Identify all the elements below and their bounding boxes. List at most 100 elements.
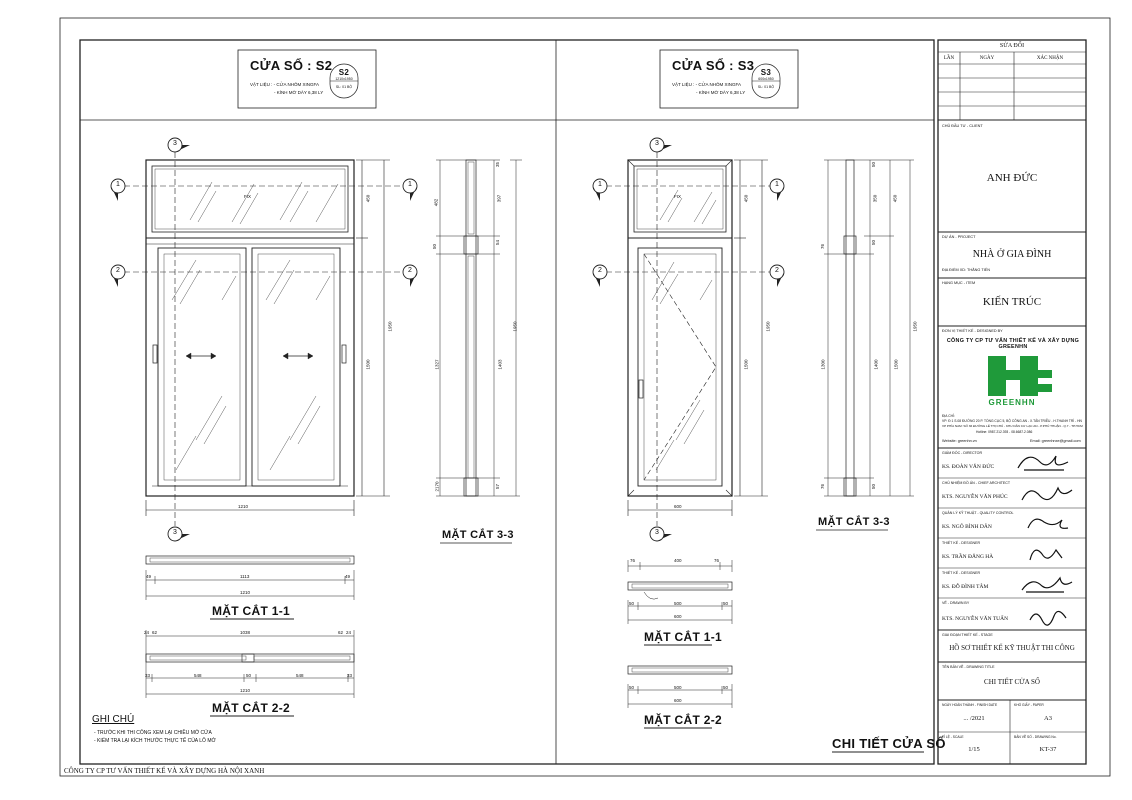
s3-elevation — [606, 152, 784, 526]
s2-grid3-top: 3 — [173, 140, 177, 147]
scale-value: 1/15 — [968, 746, 980, 753]
project-label: DỰ ÁN - PROJECT — [942, 235, 976, 239]
address-2: VP: Đ 1 S.08 ĐƯỜNG 20 P. TỔNG CỤC 5, BỘ … — [942, 419, 1082, 423]
s2-s33-dim-c: 397 — [496, 194, 502, 203]
s3-s11-r: 76 — [714, 558, 720, 563]
title-block-grid — [938, 51, 1086, 764]
role-label: THIẾT KẾ - DESIGNER — [942, 571, 981, 575]
role-label: VẼ - DRAWN BY — [942, 601, 970, 605]
s2-grid3-bottom: 3 — [173, 529, 177, 536]
s2-dim-width: 1210 — [238, 504, 249, 509]
s3-material-2: - KÍNH MỜ DÀY 6,38 LY — [696, 90, 746, 95]
s3-grid3-top: 3 — [655, 140, 659, 147]
s2-s33-dim-e: 54 — [495, 239, 501, 246]
drawing-label: TÊN BẢN VẼ - DRAWING TITLE — [942, 665, 995, 669]
s3-s11-total: 600 — [674, 614, 682, 619]
role-name: KS. TRẦN ĐĂNG HÀ — [942, 554, 994, 560]
s3-tag-code: S3 — [760, 68, 772, 77]
s2-tag-qty: SL: 01 BỘ — [335, 85, 353, 89]
s2-s22-l2: 62 — [152, 630, 158, 635]
sheet-title: CHI TIẾT CỬA SỔ — [832, 736, 946, 751]
sheet-number: KT-37 — [1039, 746, 1057, 753]
s3-s22-c: 50 — [723, 685, 729, 690]
s3-s11-b: 500 — [674, 601, 682, 606]
location-label: ĐỊA ĐIỂM XD: THĂNG TIẾN — [942, 268, 990, 272]
email: Email: greenhnxe@gmail.com — [1030, 439, 1081, 443]
s3-section11-title: MẶT CẮT 1-1 — [644, 630, 722, 644]
owner-label: CHỦ ĐẦU TƯ - CLIENT — [942, 124, 983, 128]
s2-s33-dim-j: 57 — [495, 483, 501, 490]
s3-s33-dim-e: 1300 — [820, 359, 826, 370]
s2-dim-top: 450 — [365, 194, 371, 203]
s3-s22-b: 500 — [674, 685, 682, 690]
s2-grid2-right: 2 — [408, 267, 412, 274]
project-name: NHÀ Ở GIA ĐÌNH — [972, 249, 1052, 260]
finish-date: ... /2021 — [963, 715, 985, 722]
s3-s33-dim-h: 1950 — [912, 321, 918, 332]
signatures — [1017, 455, 1073, 626]
stage-name: HỒ SƠ THIẾT KẾ KỸ THUẬT THI CÔNG — [949, 644, 1075, 652]
date-label: NGÀY HOÀN THÀNH - FINISH DATE — [942, 703, 998, 707]
s3-s33-dim-c: 50 — [871, 239, 877, 246]
revision-header: SỬA ĐỔI — [999, 43, 1025, 49]
s3-grid2-right: 2 — [775, 267, 779, 274]
s3-s33-dim-b: 350 — [872, 194, 878, 203]
s2-s22-l1: 24 — [144, 630, 150, 635]
notes-title: GHI CHÚ — [92, 714, 135, 725]
s2-tag-size: 1210x1950 — [335, 77, 353, 81]
s3-section-33 — [816, 159, 914, 531]
role-name: KS. ĐỖ ĐÌNH TÂM — [942, 584, 989, 590]
s3-s11-mid: 400 — [674, 558, 682, 563]
drawing-frame — [79, 39, 935, 765]
s2-s11-right: 49 — [345, 574, 351, 579]
note-2: - KIỂM TRA LẠI KÍCH THƯỚC THỰC TẾ CỦA LỖ… — [94, 738, 216, 744]
s2-s11-mid: 1113 — [240, 574, 250, 579]
s3-title: CỬA SỔ : S3 — [672, 58, 755, 73]
s2-material-1: VẬT LIỆU : - CỬA NHÔM XINGFA — [250, 82, 320, 87]
s2-title: CỬA SỔ : S2 — [250, 58, 333, 73]
hotline: Hotline: 0987.212.393 - 08.6687.2.086 — [976, 430, 1033, 434]
scale-label: TỈ LỆ - SCALE — [942, 735, 964, 739]
role-name: KS. ĐOÀN VĂN ĐỨC — [942, 464, 995, 470]
footer-company: CÔNG TY CP TƯ VẤN THIẾT KẾ VÀ XÂY DỰNG H… — [64, 767, 265, 775]
s3-tag-size: 600x1950 — [758, 77, 774, 81]
s2-section22-title: MẶT CẮT 2-2 — [212, 701, 290, 715]
s2-s22-d: 548 — [296, 673, 304, 678]
s2-grid1-right: 1 — [408, 181, 412, 188]
stage-label: GIAI ĐOẠN THIẾT KẾ - STAGE — [942, 633, 993, 637]
s3-dim-bottom: 1500 — [743, 359, 749, 370]
s2-s33-dim-g: 1403 — [497, 359, 503, 370]
outer-border — [59, 17, 1111, 777]
company-name: CÔNG TY CP TƯ VẤN THIẾT KẾ VÀ XÂY DỰNG G… — [946, 338, 1080, 350]
s3-s33-dim-i: 76 — [820, 483, 826, 490]
s3-s11-a: 50 — [629, 601, 635, 606]
logo-text: GREENHN — [988, 398, 1036, 407]
s3-tag-qty: SL: 01 BỘ — [757, 85, 775, 89]
rev-col-approve: XÁC NHẬN — [1036, 56, 1064, 61]
role-label: GIÁM ĐỐC - DIRECTOR — [942, 451, 983, 455]
s2-s33-dim-h: 1950 — [512, 321, 518, 332]
company-logo — [988, 356, 1052, 396]
owner-name: ANH ĐỨC — [986, 172, 1038, 184]
s2-section33-title: MẶT CẮT 3-3 — [442, 529, 514, 541]
s3-grid1-left: 1 — [598, 181, 602, 188]
discipline-name: KIẾN TRÚC — [982, 296, 1042, 308]
s2-tag-code: S2 — [338, 68, 350, 77]
website: Website: greenhn.vn — [942, 439, 977, 443]
s3-s33-dim-a: 50 — [871, 161, 877, 168]
s3-dim-width: 600 — [674, 504, 682, 509]
discipline-label: HẠNG MỤC - ITEM — [942, 281, 976, 285]
s3-s11-l: 76 — [630, 558, 636, 563]
s2-s33-dim-b: 482 — [433, 198, 439, 207]
s2-dim-total: 1950 — [387, 321, 393, 332]
sheet-number-label: BẢN VẼ SỐ - DRAWING No. — [1014, 735, 1057, 739]
s3-s11-c: 50 — [723, 601, 729, 606]
s3-grid3-bottom: 3 — [655, 529, 659, 536]
s2-s22-c: 50 — [246, 673, 252, 678]
s2-sections-plan — [145, 555, 355, 717]
s3-s33-dim-j: 50 — [871, 483, 877, 490]
drawing-name: CHI TIẾT CỬA SỔ — [984, 678, 1040, 686]
paper-size: A3 — [1044, 715, 1052, 722]
s3-s33-dim-f: 1400 — [873, 359, 879, 370]
